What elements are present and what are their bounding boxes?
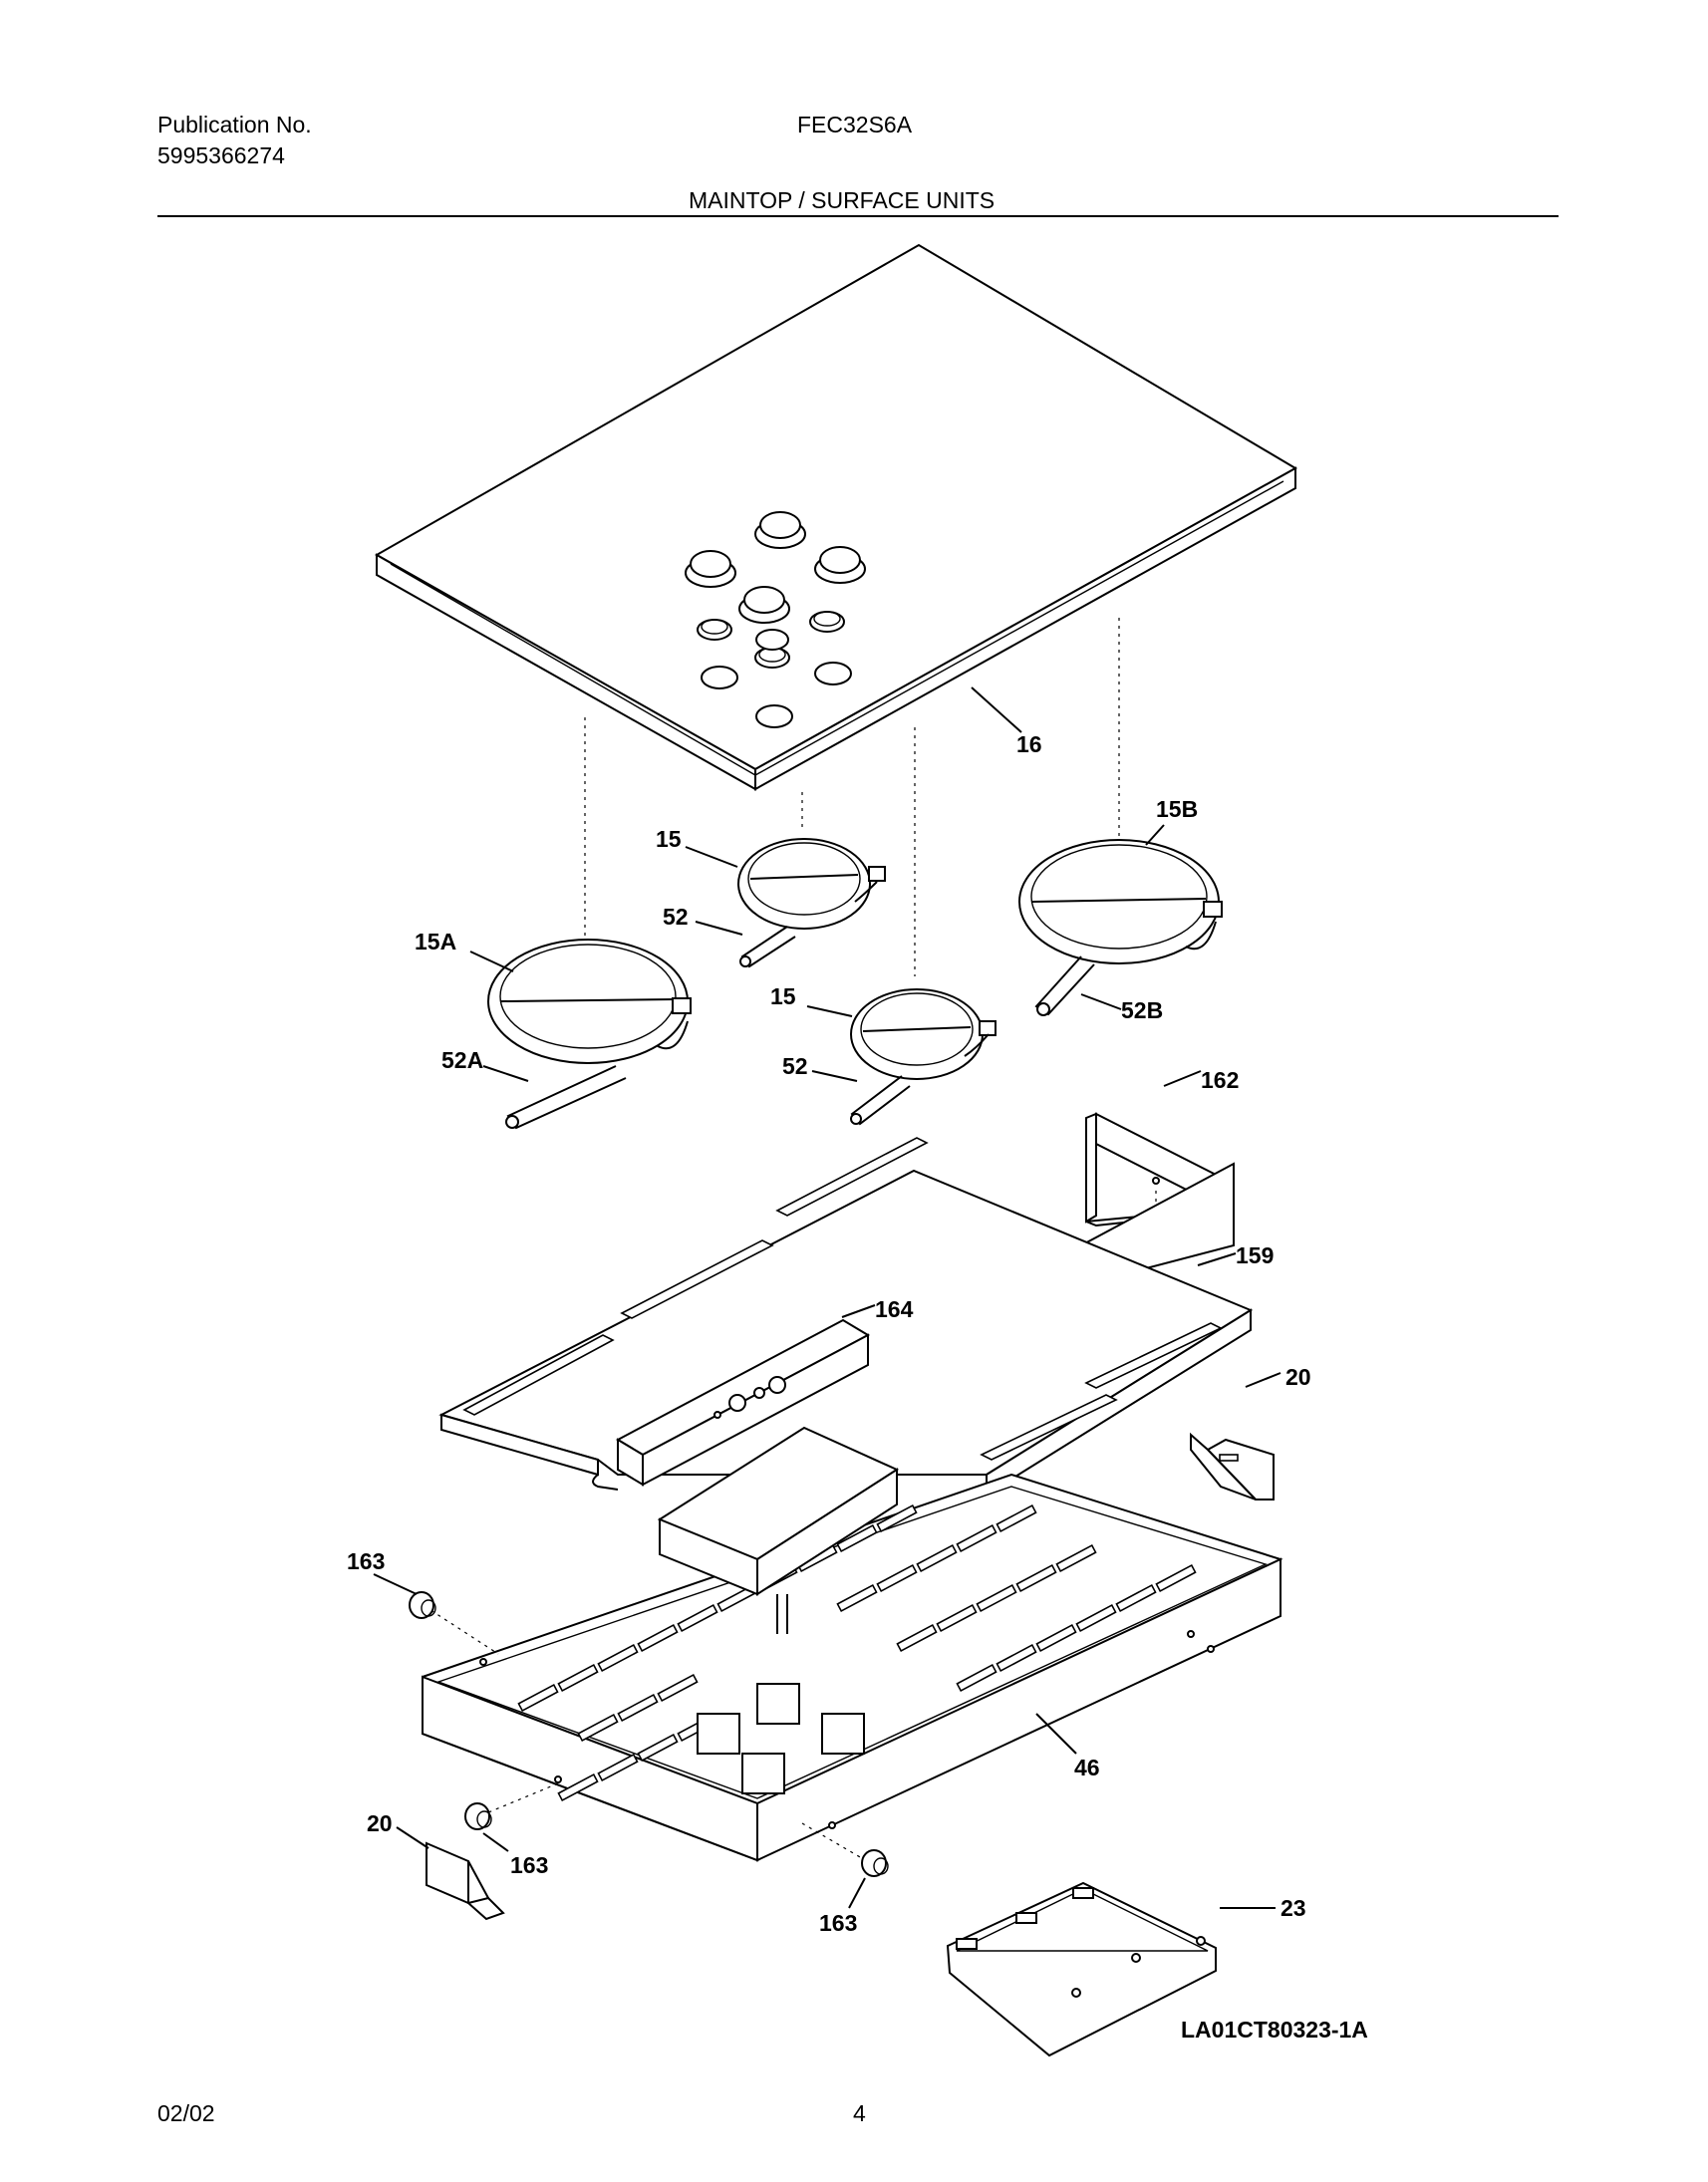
header-rule — [157, 215, 1559, 217]
callout-15a: 15A — [415, 929, 456, 955]
model-number: FEC32S6A — [797, 112, 913, 137]
mounting-bracket-part-20-right — [1190, 1432, 1275, 1500]
callout-15b: 15B — [1156, 796, 1198, 822]
callout-164: 164 — [875, 1296, 914, 1322]
callout-163-bottom: 163 — [510, 1852, 548, 1878]
radiant-element-15-front — [850, 988, 996, 1126]
callout-23: 23 — [1281, 1895, 1306, 1921]
grommet-part-163-front — [861, 1849, 889, 1877]
footer-page-number: 4 — [853, 2100, 866, 2126]
callout-52b: 52B — [1121, 997, 1163, 1023]
radiant-element-15b — [1018, 839, 1223, 1016]
callout-15-front: 15 — [770, 983, 796, 1009]
callout-15-rear: 15 — [656, 826, 682, 852]
publication-label: Publication No. — [157, 112, 312, 137]
cover-plate-part-23 — [946, 1881, 1217, 2057]
burner-box-part-46 — [422, 1426, 1283, 1862]
grommet-part-163-bottom — [464, 1802, 492, 1830]
bracket-part-164 — [615, 1318, 871, 1487]
drawing-code: LA01CT80323-1A — [1181, 2017, 1368, 2043]
radiant-element-15a — [487, 939, 692, 1130]
callout-46: 46 — [1074, 1755, 1100, 1780]
publication-number: 5995366274 — [157, 142, 285, 168]
callout-162: 162 — [1201, 1067, 1239, 1093]
callout-52-rear: 52 — [663, 904, 689, 930]
mounting-bracket-part-20-left — [426, 1841, 505, 1921]
callout-16: 16 — [1016, 731, 1042, 757]
section-title: MAINTOP / SURFACE UNITS — [689, 187, 996, 213]
cooktop-glass-part-16 — [374, 243, 1298, 791]
callout-20-left: 20 — [367, 1810, 393, 1836]
grommet-part-163-left — [409, 1591, 436, 1619]
radiant-element-15-rear — [737, 838, 886, 968]
callout-52a: 52A — [441, 1047, 483, 1073]
callout-52-front: 52 — [782, 1053, 808, 1079]
callout-163-front: 163 — [819, 1910, 857, 1936]
leader-lines — [373, 686, 1281, 1909]
footer-date: 02/02 — [157, 2100, 215, 2126]
callout-20-right: 20 — [1285, 1364, 1311, 1390]
callout-159: 159 — [1236, 1242, 1274, 1268]
callout-163-left: 163 — [347, 1548, 385, 1574]
